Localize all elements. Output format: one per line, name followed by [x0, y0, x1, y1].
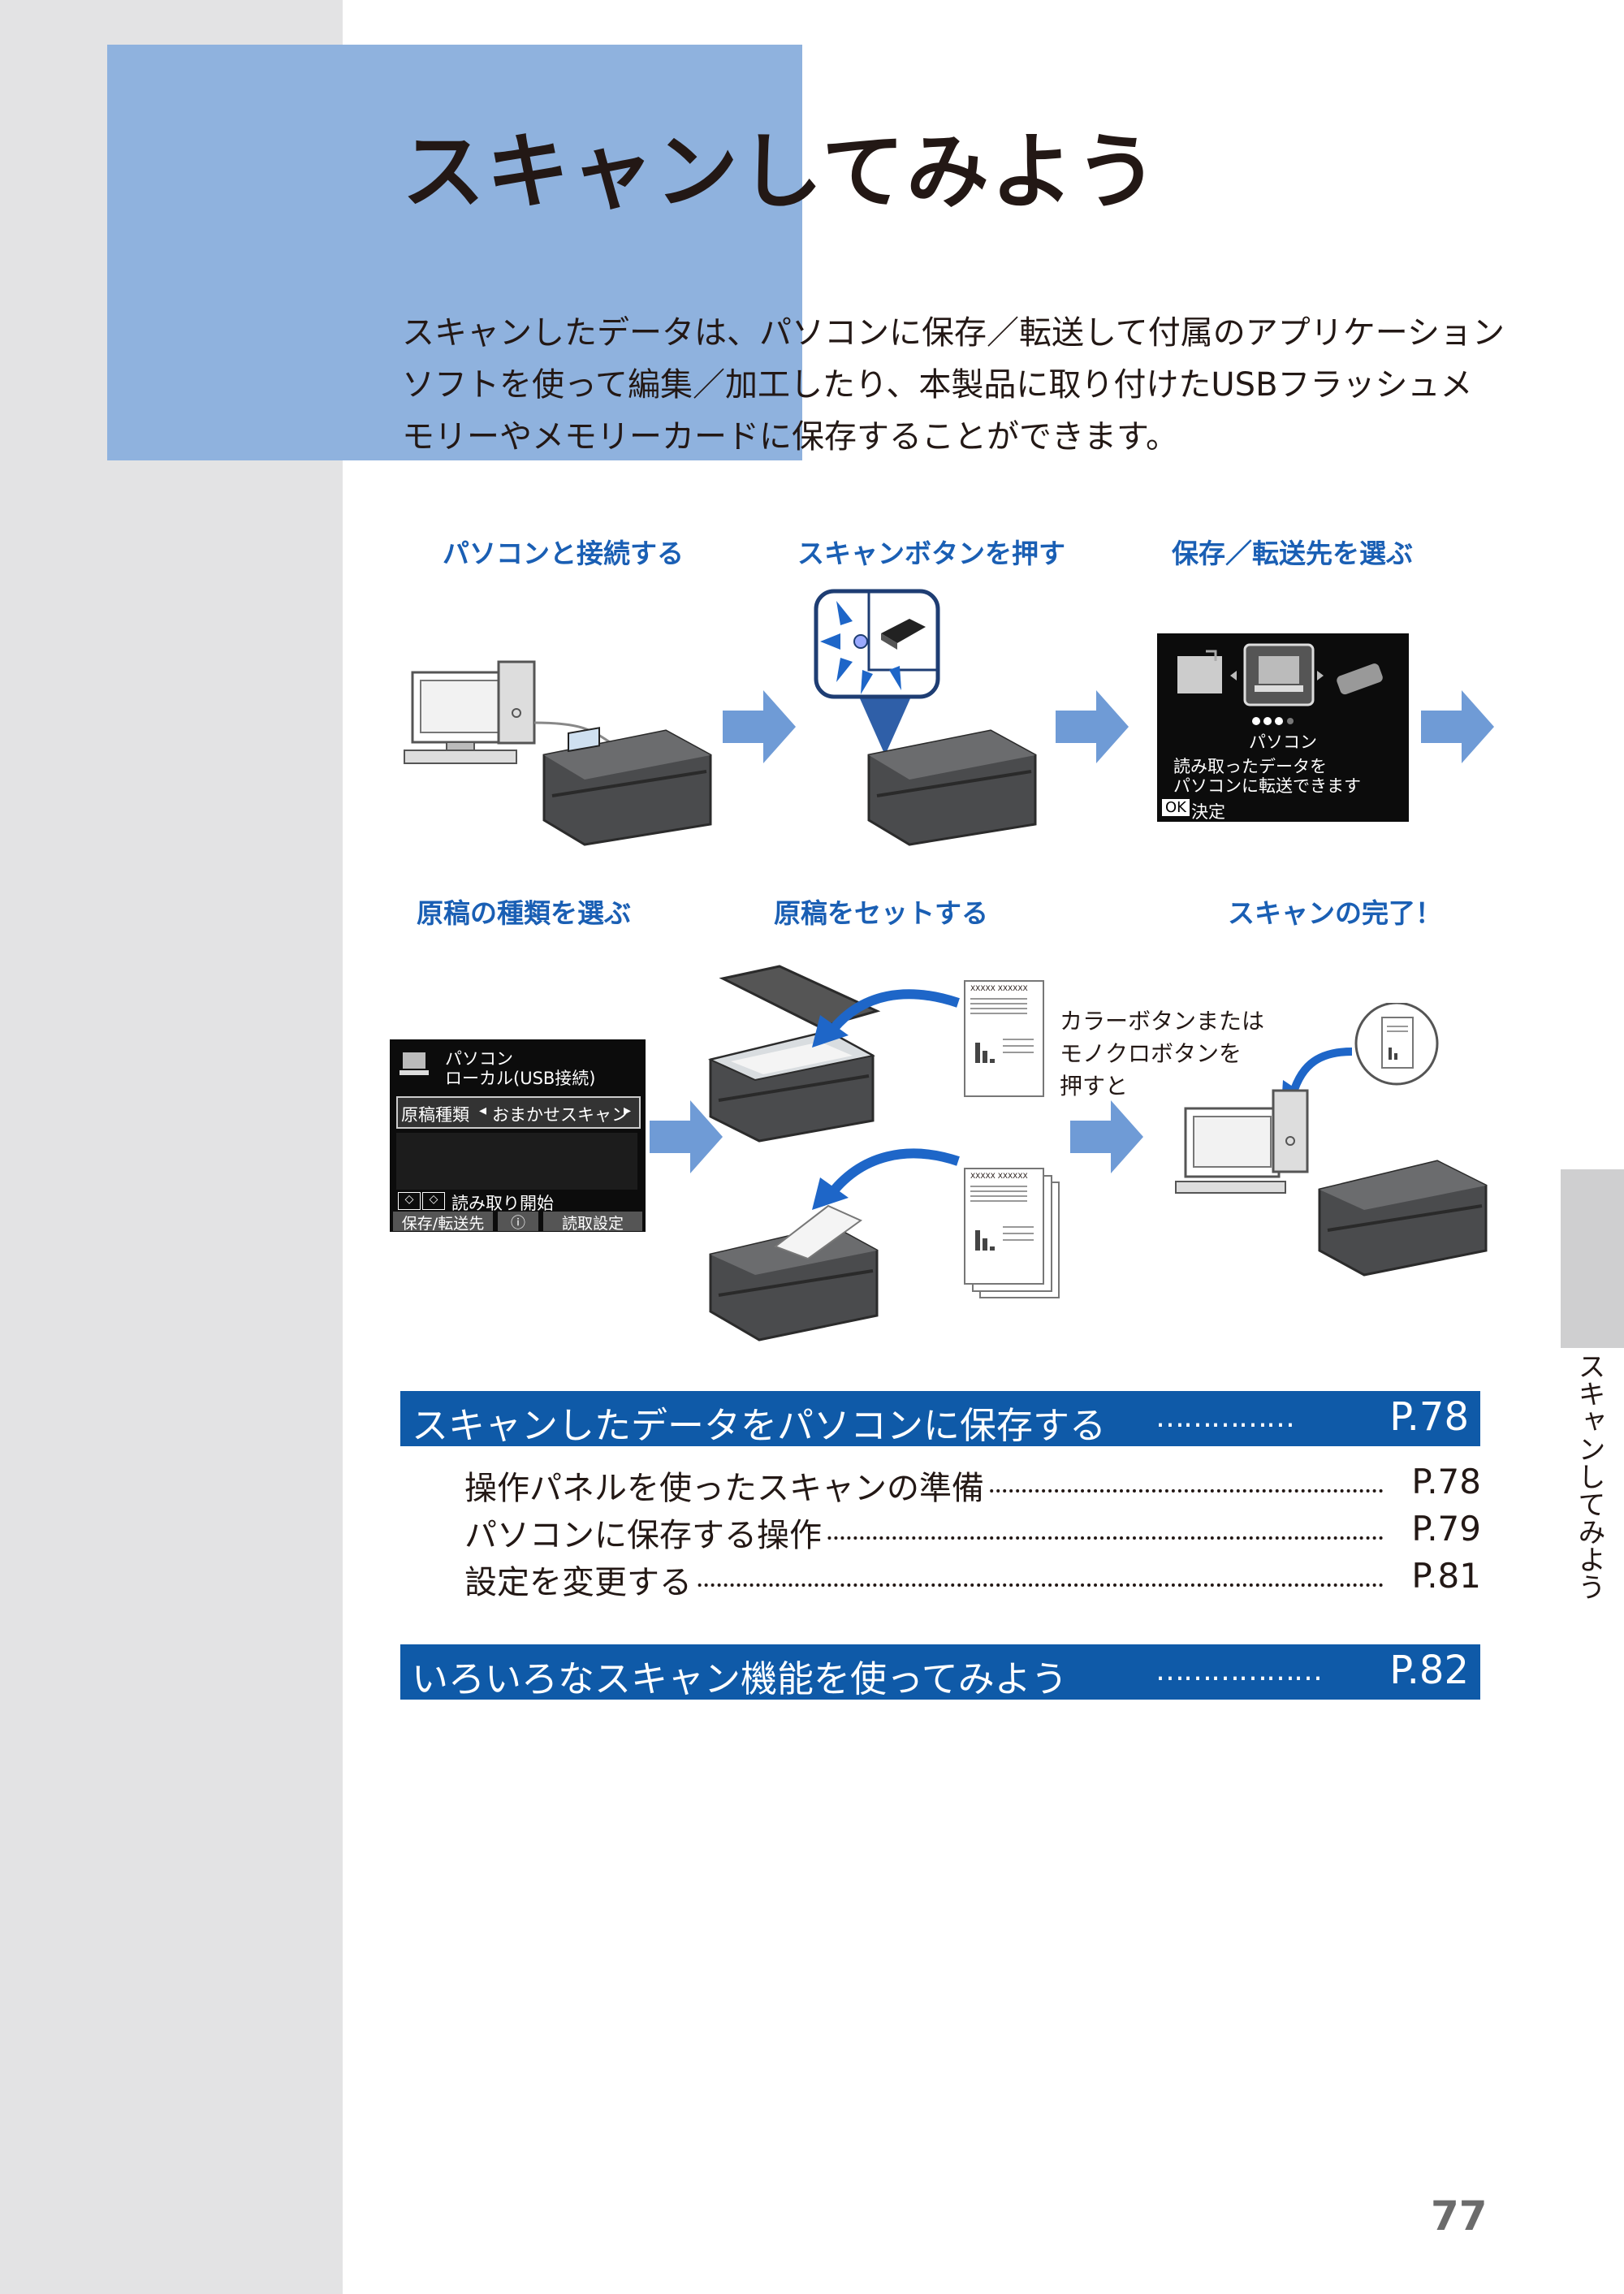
- scan-button-illustration: [814, 589, 1037, 846]
- mono-start-icon: ◇: [422, 1192, 445, 1210]
- page-number: 77: [1431, 2192, 1488, 2240]
- printer-platen-illustration: [707, 965, 881, 1143]
- chapter-side-label: スキャンしてみよう: [1573, 1352, 1605, 1601]
- doc-type-label: 原稿種類: [401, 1105, 469, 1125]
- curved-arrow-icon: [812, 1148, 960, 1210]
- lcd-message-line: 読み取ったデータを: [1173, 757, 1327, 776]
- toc-section-scan-features[interactable]: いろいろなスキャン機能を使ってみよう ……………… P.82: [400, 1644, 1480, 1700]
- toc-item-title: 設定を変更する: [464, 1556, 695, 1603]
- flow-arrow: [1070, 1100, 1143, 1173]
- doc-type-value: おまかせスキャン: [492, 1105, 628, 1125]
- toc-section-page: P.78: [1389, 1394, 1469, 1440]
- flow-arrow: [723, 690, 796, 763]
- document-header-text: XXXXX XXXXXX: [970, 1173, 1028, 1181]
- color-start-icon: ◇: [398, 1192, 421, 1210]
- scan-complete-illustration: [1175, 1003, 1488, 1277]
- lcd-screen-doc-type: パソコン ローカル(USB接続) 原稿種類 ◂ おまかせスキャン ▸ ◇ ◇ 読…: [390, 1039, 646, 1233]
- doc-type-row: 原稿種類 ◂ おまかせスキャン ▸: [396, 1096, 641, 1129]
- toc-item-title: 操作パネルを使ったスキャンの準備: [464, 1462, 987, 1509]
- info-icon: ⓘ: [498, 1212, 538, 1232]
- intro-line: スキャンしたデータは、パソコンに保存／転送して付属のアプリケーション: [402, 314, 1505, 352]
- toc-leader: [464, 1583, 1384, 1587]
- curved-arrow-icon: [812, 989, 960, 1048]
- chapter-side-tab: [1561, 1169, 1624, 1348]
- toc-item-page: P.78: [1411, 1462, 1481, 1501]
- left-arrow-icon: ◂: [479, 1102, 487, 1119]
- scan-note-line: 押すと: [1060, 1073, 1129, 1099]
- lcd-message-line: パソコンに転送できます: [1173, 776, 1361, 796]
- toc-item-page: P.81: [1411, 1556, 1481, 1596]
- toc-leader: [464, 1536, 1384, 1540]
- flow-arrow: [1421, 690, 1494, 763]
- page-title: スキャンしてみよう: [402, 124, 1160, 221]
- flow-arrow: [650, 1100, 723, 1173]
- intro-paragraph: スキャンしたデータは、パソコンに保存／転送して付属のアプリケーション ソフトを使…: [402, 307, 1505, 463]
- scan-note-line: カラーボタンまたは: [1060, 1008, 1265, 1035]
- step-label-connect-pc: パソコンと接続する: [443, 538, 684, 569]
- softkey-left-label: 保存/転送先: [393, 1212, 493, 1233]
- toc-item-scan-preparation[interactable]: 操作パネルを使ったスキャンの準備 P.78: [464, 1462, 1481, 1509]
- toc-item-title: パソコンに保存する操作: [464, 1509, 825, 1556]
- destination-icons: [1177, 643, 1383, 725]
- title-color-block: [107, 45, 802, 460]
- scan-note-line: モノクロボタンを: [1060, 1040, 1242, 1067]
- document-content-lines: [970, 1186, 1034, 1251]
- lcd-destination-line: ローカル(USB接続): [445, 1069, 596, 1088]
- step-label-press-scan: スキャンボタンを押す: [797, 538, 1065, 569]
- pc-connected-printer-illustration: [404, 660, 712, 846]
- toc-item-save-to-pc[interactable]: パソコンに保存する操作 P.79: [464, 1509, 1481, 1556]
- toc-item-change-settings[interactable]: 設定を変更する P.81: [464, 1556, 1481, 1603]
- ok-action-label: 決定: [1191, 802, 1225, 822]
- pc-destination-icon: [400, 1052, 429, 1075]
- printer-adf-illustration: [709, 1204, 879, 1341]
- document-content-lines: [970, 998, 1034, 1063]
- step-label-select-destination: 保存／転送先を選ぶ: [1172, 538, 1413, 569]
- softkey-right-label: 読取設定: [543, 1212, 642, 1233]
- step-label-select-doc-type: 原稿の種類を選ぶ: [417, 897, 631, 929]
- lcd-empty-area: [396, 1133, 637, 1190]
- toc-section-dots: ……………: [1155, 1401, 1295, 1434]
- start-label: 読み取り開始: [451, 1194, 554, 1213]
- lcd-destination-line: パソコン: [445, 1049, 513, 1069]
- intro-line: モリーやメモリーカードに保存することができます。: [402, 418, 1178, 456]
- toc-section-page: P.82: [1389, 1648, 1469, 1693]
- flow-arrow: [1056, 690, 1129, 763]
- step-label-scan-complete: スキャンの完了！: [1228, 897, 1442, 929]
- toc-section-scan-to-pc[interactable]: スキャンしたデータをパソコンに保存する …………… P.78: [400, 1391, 1480, 1447]
- intro-line: ソフトを使って編集／加工したり、本製品に取り付けたUSBフラッシュメ: [402, 366, 1473, 404]
- scan-start-note: カラーボタンまたは モノクロボタンを 押すと: [1060, 1005, 1264, 1103]
- document-stack-top-page: XXXXX XXXXXX: [964, 1168, 1044, 1285]
- toc-item-page: P.79: [1411, 1509, 1481, 1549]
- document-single-page: XXXXX XXXXXX: [964, 980, 1044, 1097]
- toc-section-dots: ………………: [1155, 1654, 1323, 1687]
- ok-key-label: OK: [1162, 799, 1190, 816]
- right-arrow-icon: ▸: [624, 1102, 632, 1119]
- document-header-text: XXXXX XXXXXX: [970, 985, 1028, 993]
- toc-section-title: いろいろなスキャン機能を使ってみよう: [412, 1657, 1068, 1700]
- lcd-mode-label: パソコン: [1249, 732, 1317, 752]
- lcd-screen-destination: パソコン 読み取ったデータを パソコンに転送できます OK 決定: [1157, 633, 1409, 822]
- step-label-set-document: 原稿をセットする: [774, 897, 988, 929]
- toc-section-title: スキャンしたデータをパソコンに保存する: [412, 1404, 1107, 1447]
